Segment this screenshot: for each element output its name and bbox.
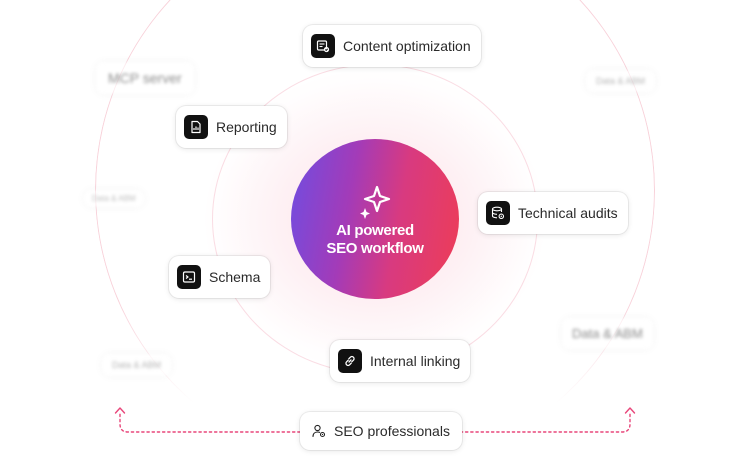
- orb-title-line-1: AI powered: [336, 222, 414, 239]
- node-internal-linking[interactable]: Internal linking: [330, 340, 471, 382]
- ghost-label-data-abm-top-right: Data & ABM: [586, 70, 656, 92]
- node-label: Internal linking: [370, 353, 461, 369]
- ai-workflow-orb: AI powered SEO workflow: [291, 139, 459, 299]
- sparkle-icon: [360, 185, 391, 219]
- database-gear-icon: [486, 201, 510, 225]
- node-label: Reporting: [216, 119, 277, 135]
- node-label: Content optimization: [343, 38, 471, 54]
- document-check-icon: [311, 34, 335, 58]
- node-label: Schema: [209, 269, 261, 285]
- user-gear-icon: [312, 424, 326, 438]
- ghost-label-mcp-server: MCP server: [96, 62, 194, 94]
- ghost-label-data-abm-bottom-left: Data & ABM: [102, 354, 172, 376]
- seo-professionals-badge[interactable]: SEO professionals: [300, 412, 462, 450]
- node-label: Technical audits: [518, 205, 618, 221]
- seo-professionals-label: SEO professionals: [334, 423, 450, 439]
- node-reporting[interactable]: Reporting: [176, 106, 287, 148]
- node-schema[interactable]: Schema: [169, 256, 271, 298]
- node-content-optimization[interactable]: Content optimization: [303, 25, 481, 67]
- node-technical-audits[interactable]: Technical audits: [478, 192, 628, 234]
- orb-title-line-2: SEO workflow: [326, 240, 424, 257]
- report-icon: [184, 115, 208, 139]
- ghost-label-data-abm-right: Data & ABM: [562, 318, 653, 349]
- ghost-label-left-mid: Data & ABM: [84, 190, 144, 207]
- link-icon: [338, 349, 362, 373]
- terminal-icon: [177, 265, 201, 289]
